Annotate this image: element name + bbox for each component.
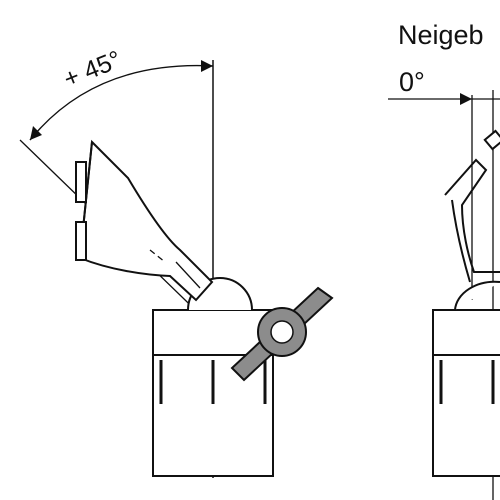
left-tilted-head <box>78 139 214 302</box>
arc-arrow-left <box>30 126 42 140</box>
right-ball-dome <box>454 280 500 311</box>
right-upright-head-lower <box>451 199 471 283</box>
locking-knob-icon <box>230 286 334 382</box>
right-view-upright <box>388 90 500 500</box>
left-angle-label: + 45° <box>60 45 126 93</box>
left-head-center-dash <box>149 249 166 263</box>
knob-hub-inner <box>270 320 294 344</box>
right-upright-head <box>444 158 500 273</box>
left-head-neck-line <box>175 261 201 289</box>
right-head-flange <box>483 129 500 151</box>
left-view-tilted <box>19 60 274 478</box>
arc-arrow-right <box>201 60 213 72</box>
right-zero-arrow <box>460 93 472 105</box>
left-head-flange-bottom <box>75 221 87 261</box>
right-heading-label: Neigeb <box>398 20 484 50</box>
angle-arc <box>29 64 214 141</box>
right-angle-label: 0° <box>399 67 425 97</box>
left-head-flange-top <box>75 161 87 203</box>
right-base-block <box>432 309 500 477</box>
